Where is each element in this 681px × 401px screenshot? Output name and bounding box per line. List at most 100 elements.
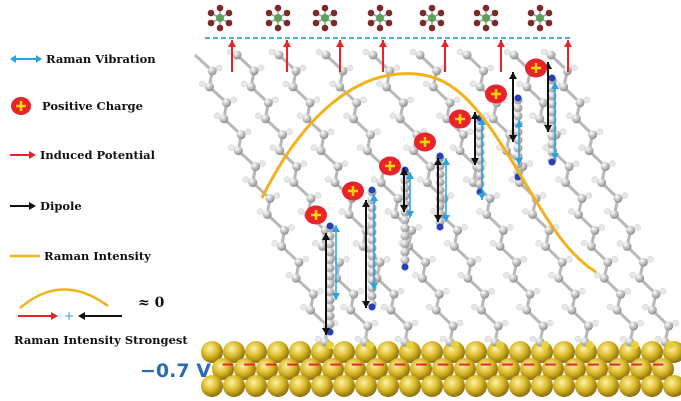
negative-charge-symbol: −	[350, 355, 364, 375]
negative-charge-symbol: −	[264, 355, 278, 375]
hydrogen-atom	[559, 128, 567, 135]
carbon-atom	[219, 114, 229, 124]
gold-atom	[234, 358, 256, 380]
hydrogen-atom	[509, 176, 516, 183]
arrow-right-icon	[10, 202, 36, 210]
hydrogen-atom	[268, 48, 276, 56]
hydrogen-atom	[346, 64, 354, 72]
hydrogen-atom	[516, 303, 523, 311]
fluorine-atom	[536, 24, 544, 32]
hydrogen-atom	[283, 176, 291, 183]
gold-electrode: −−−−−−−−−−−−−−−−−−−−−	[201, 341, 681, 397]
fluorine-atom	[274, 4, 282, 12]
carbon-atom	[262, 209, 272, 219]
gold-atom	[223, 375, 245, 397]
hydrogen-atom	[415, 224, 423, 231]
carbon-atom	[248, 178, 258, 188]
aromatic-atom	[475, 131, 485, 141]
carbon-atom	[434, 289, 444, 299]
aromatic-atom	[367, 219, 377, 229]
gold-atom	[399, 375, 421, 397]
carbon-atom	[479, 66, 489, 76]
aromatic-atom	[367, 227, 377, 237]
raman-vibration-arrow-head	[442, 158, 450, 165]
hydrogen-atom	[578, 144, 586, 151]
gold-atom	[542, 358, 564, 380]
carbon-atom	[512, 257, 522, 267]
gold-atom	[212, 358, 234, 380]
carbon-atom	[278, 130, 288, 140]
hydrogen-atom	[654, 335, 662, 343]
negative-charge-symbol: −	[543, 355, 557, 375]
sulfur-atom	[541, 341, 549, 349]
hydrogen-atom	[409, 48, 417, 56]
hydrogen-atom	[566, 112, 573, 120]
hydrogen-atom	[297, 208, 305, 215]
carbon-atom	[395, 114, 405, 124]
hydrogen-atom	[616, 240, 624, 247]
gold-atom	[487, 375, 509, 397]
negative-charge-symbol: −	[565, 355, 579, 375]
carbon-atom	[622, 241, 632, 251]
hydrogen-atom	[244, 128, 252, 135]
gold-atom	[377, 375, 399, 397]
carbon-atom	[316, 146, 326, 156]
sulfur-atom	[326, 341, 334, 349]
gold-atom	[245, 375, 267, 397]
gold-atom	[421, 341, 443, 363]
aromatic-atom	[513, 135, 523, 145]
hydrogen-atom	[327, 128, 335, 135]
fluorine-atom	[376, 24, 384, 32]
top-layer	[205, 4, 572, 39]
carbon-atom	[363, 321, 373, 331]
negative-charge-symbol: −	[651, 355, 665, 375]
hydrogen-atom	[389, 112, 397, 120]
hydrogen-atom	[271, 240, 278, 247]
hydrogen-atom	[634, 224, 641, 231]
aromatic-atom	[367, 251, 377, 261]
aromatic-atom	[367, 211, 377, 221]
fluorine-atom	[367, 9, 375, 17]
carbon-atom	[613, 194, 623, 203]
carbon-atom	[365, 130, 375, 140]
gold-atom	[520, 358, 542, 380]
carbon-atom	[233, 146, 243, 156]
hydrogen-atom	[619, 335, 627, 343]
carbon-atom	[584, 146, 594, 156]
carbon-atom	[603, 257, 613, 267]
aromatic-atom	[325, 287, 335, 297]
raman-vibration-arrow-head	[515, 120, 523, 127]
hydrogen-atom	[592, 319, 599, 327]
electrode-voltage-label: −0.7 V	[140, 360, 211, 382]
nitrogen-atom	[436, 152, 444, 160]
gold-atom	[267, 341, 289, 363]
hydrogen-atom	[296, 112, 304, 120]
hydrogen-atom	[456, 319, 464, 327]
carbon-atom	[251, 162, 261, 172]
carbon-atom	[588, 130, 598, 140]
fluorine-atom	[265, 19, 273, 27]
hydrogen-atom	[547, 319, 554, 327]
carbon-atom	[390, 209, 400, 219]
carbon-atom	[557, 257, 567, 267]
hydrogen-atom	[503, 271, 510, 279]
carbon-atom	[482, 209, 492, 219]
carbon-atom	[349, 114, 359, 124]
carbon-atom	[422, 178, 432, 188]
aromatic-atom	[367, 259, 377, 269]
raman-vibration-arrow-head	[332, 293, 340, 300]
gold-atom	[421, 375, 443, 397]
boron-atom	[536, 14, 544, 22]
alkyl-chain-bond	[324, 53, 455, 343]
carbon-atom	[275, 146, 285, 156]
legend-label: Dipole	[40, 199, 82, 213]
gold-atom	[432, 358, 454, 380]
fluorine-atom	[312, 9, 320, 17]
gold-atom	[597, 375, 619, 397]
hydrogen-atom	[380, 303, 388, 311]
carbon-atom	[222, 98, 232, 108]
negative-charge-symbol: −	[285, 355, 299, 375]
sulfur-atom	[451, 341, 459, 349]
carbon-atom	[389, 289, 399, 299]
hydrogen-atom	[242, 176, 250, 183]
